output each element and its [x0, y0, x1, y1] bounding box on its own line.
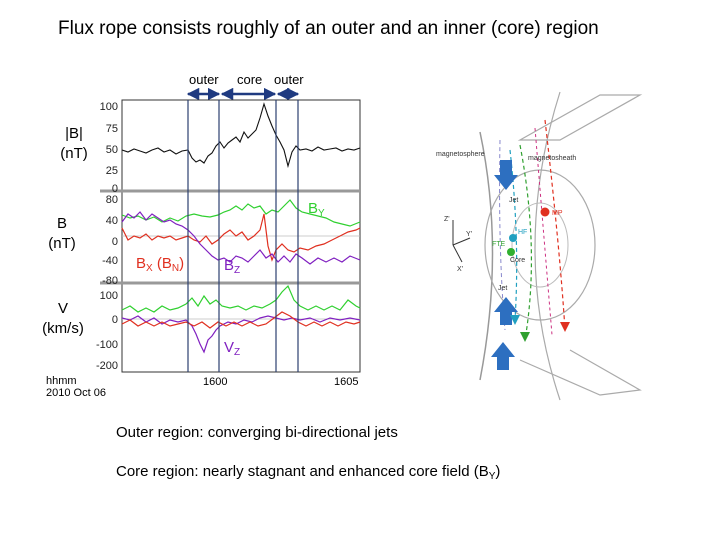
- hf-label: HF: [518, 229, 527, 236]
- field-arrow-icon: [520, 332, 530, 342]
- vy-trace: [121, 284, 361, 313]
- field-arrow-icon: [560, 322, 570, 332]
- spacecraft-dot-teal: [509, 234, 517, 242]
- bx-trace: [121, 213, 361, 262]
- bmag-tick: 25: [106, 165, 118, 177]
- time-tick: 1605: [334, 376, 359, 388]
- bmag-trace: [121, 102, 361, 169]
- core-label: Core: [510, 257, 525, 264]
- bcomp-tick: 80: [106, 194, 118, 206]
- bmag-tick: 75: [106, 123, 118, 135]
- region-label-outer-left: outer: [189, 72, 219, 87]
- axis-y-label: Y': [466, 231, 472, 238]
- field-line-magenta: [534, 127, 553, 336]
- core-region-text: Core region: nearly stagnant and enhance…: [116, 463, 501, 482]
- jet-arrow-up-icon: [491, 342, 515, 370]
- axis-x-line: [452, 244, 463, 263]
- field-line-green: [519, 144, 532, 341]
- bx-label: BX (BN): [136, 255, 185, 274]
- bmag-tick: 0: [112, 183, 118, 195]
- time-tick: 1600: [203, 376, 228, 388]
- fte-label: FTE: [492, 241, 506, 248]
- jet-top-label: Jet: [509, 197, 518, 204]
- jet-arrow-down-icon: [494, 160, 518, 190]
- spacecraft-dot-red: [540, 207, 550, 217]
- magnetopause-curve: [534, 91, 561, 401]
- jet-bottom-label: Jet: [498, 285, 507, 292]
- region-label-outer-right: outer: [274, 72, 304, 87]
- bz-trace: [121, 211, 361, 265]
- velocity-tick: 100: [100, 290, 118, 302]
- spacecraft-dot-green: [507, 248, 515, 256]
- field-arrow-icon: [510, 315, 520, 325]
- bcomp-tick: -40: [102, 255, 118, 267]
- magnetosphere-label: magnetosphere: [436, 151, 485, 158]
- bcomp-panel-label: B(nT): [48, 215, 76, 252]
- rope-core-section: [511, 202, 569, 288]
- velocity-tick: 0: [112, 314, 118, 326]
- slide-title: Flux rope consists roughly of an outer a…: [58, 18, 599, 39]
- rope-cross-section: [484, 169, 596, 321]
- by-label: BY: [308, 200, 325, 219]
- axis-y-line: [452, 237, 471, 246]
- bcomp-tick: 40: [106, 215, 118, 227]
- vx-trace: [121, 311, 361, 329]
- bz-label: BZ: [224, 257, 241, 276]
- axis-z-label: Z': [444, 216, 450, 223]
- bcomp-tick: 0: [112, 236, 118, 248]
- velocity-panel-label: V(km/s): [42, 300, 84, 337]
- rope-cylinder-bottom: [519, 349, 642, 396]
- outer-region-text: Outer region: converging bi-directional …: [116, 424, 398, 441]
- mp-label: MP: [552, 210, 563, 217]
- by-trace: [121, 199, 361, 227]
- bcomp-tick: -80: [102, 275, 118, 287]
- magnetopause-curve: [479, 131, 494, 381]
- field-line-red: [544, 119, 566, 331]
- bmag-tick: 100: [100, 101, 118, 113]
- rope-cylinder-outer: [517, 94, 643, 141]
- velocity-tick: -200: [96, 360, 118, 372]
- region-label-core: core: [237, 72, 263, 87]
- axis-x-label: X': [457, 266, 463, 273]
- vz-label: VZ: [224, 339, 241, 358]
- bmag-panel-label: |B|(nT): [60, 125, 88, 162]
- bmag-tick: 50: [106, 144, 118, 156]
- velocity-tick: -100: [96, 339, 118, 351]
- magnetosheath-label: magnetosheath: [528, 155, 576, 162]
